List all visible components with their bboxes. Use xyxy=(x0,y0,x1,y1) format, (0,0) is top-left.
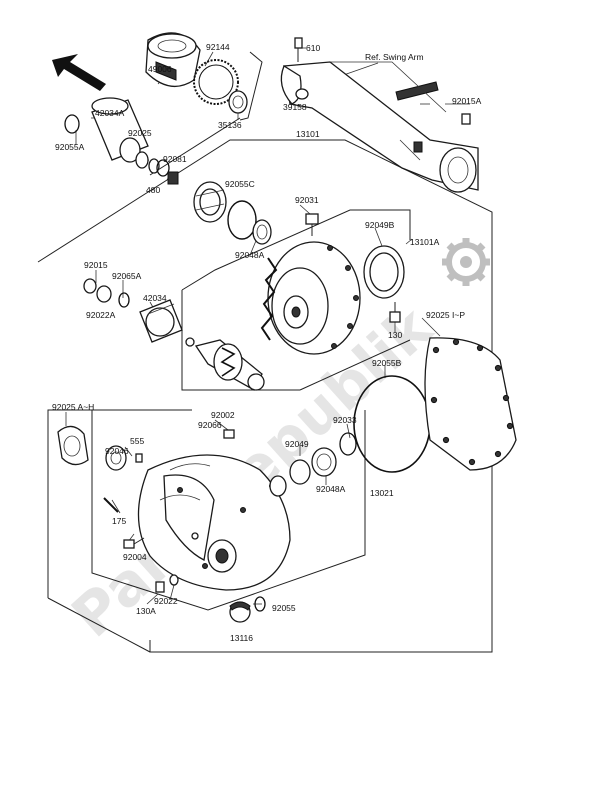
part-92048a-bearing xyxy=(311,447,337,477)
label-92025-a-h: 92025 A~H xyxy=(52,402,94,412)
part-92033-snap-ring xyxy=(339,432,357,456)
part-final-gear-case xyxy=(137,454,291,591)
part-92002-bolt xyxy=(223,429,235,439)
part-92144-spring xyxy=(193,59,239,105)
label-555: 555 xyxy=(130,436,144,446)
label-92002: 92002 xyxy=(211,410,235,420)
part-610-bolt xyxy=(294,37,303,62)
label-92048a: 92048A xyxy=(316,484,346,494)
part-13101a-ring-gear xyxy=(260,241,361,355)
label-92055a: 92055A xyxy=(55,142,85,152)
part-92055a-oring xyxy=(64,114,80,134)
label-39158: 39158 xyxy=(283,102,307,112)
label-92055: 92055 xyxy=(272,603,296,613)
label-92022a: 92022A xyxy=(86,310,116,320)
part-oring-large xyxy=(227,200,257,240)
part-92048a-seal xyxy=(252,219,272,245)
part-480-nut xyxy=(167,171,179,185)
label-92048a-top: 92048A xyxy=(235,250,265,260)
label-92031: 92031 xyxy=(295,195,319,205)
part-35136-seal xyxy=(228,90,248,114)
label-92049: 92049 xyxy=(285,439,309,449)
part-92065a-oring xyxy=(118,292,130,308)
label-480: 480 xyxy=(146,185,160,195)
part-92046-bearing xyxy=(105,445,127,471)
part-pinion-gear xyxy=(185,337,265,391)
label-13116: 13116 xyxy=(230,633,253,643)
label-175: 175 xyxy=(112,516,126,526)
label-92046: 92046 xyxy=(105,446,129,456)
part-92081-spring xyxy=(156,159,170,177)
part-130a-bolt xyxy=(155,581,165,593)
label-130a: 130A xyxy=(136,606,156,616)
label-ref-swing-arm: Ref. Swing Arm xyxy=(365,52,424,62)
part-92031-bolt xyxy=(305,213,319,236)
label-49006: 49006 xyxy=(148,64,172,74)
part-39158 xyxy=(295,88,309,100)
part-92022-washer xyxy=(169,574,179,586)
part-92004-bolt xyxy=(123,537,145,549)
part-92025-gasket xyxy=(57,425,89,466)
label-42034a: 42034A xyxy=(95,108,125,118)
swing-arm xyxy=(280,61,479,193)
part-92049b-seal xyxy=(363,245,405,299)
part-92055c-bearing xyxy=(193,181,227,223)
part-49006-coupling xyxy=(145,32,201,88)
part-130-bolt-top xyxy=(389,302,401,323)
part-92022a-washer xyxy=(96,285,112,303)
part-92049-seal xyxy=(289,459,311,485)
label-13101a: 13101A xyxy=(410,237,440,247)
label-92066: 92066 xyxy=(198,420,222,430)
label-92049b: 92049B xyxy=(365,220,395,230)
label-92004: 92004 xyxy=(123,552,147,562)
part-42034a-shaft xyxy=(91,97,149,163)
label-610: 610 xyxy=(306,43,320,53)
part-92015a-bolt xyxy=(461,113,471,125)
part-13116-cap xyxy=(229,601,251,623)
part-42034-coupling xyxy=(139,299,183,343)
label-92025: 92025 xyxy=(128,128,152,138)
label-92055b: 92055B xyxy=(372,358,402,368)
label-130-top: 130 xyxy=(388,330,402,340)
label-13101: 13101 xyxy=(296,129,320,139)
part-labels: 92144 49006 610 Ref. Swing Arm 39158 351… xyxy=(52,42,482,643)
gear-watermark-icon xyxy=(442,238,490,286)
label-92033: 92033 xyxy=(333,415,357,425)
part-555 xyxy=(135,453,143,463)
label-35136: 35136 xyxy=(218,120,242,130)
part-inner-bearing xyxy=(269,475,287,497)
label-92065a: 92065A xyxy=(112,271,142,281)
front-direction-arrow-icon xyxy=(52,54,106,91)
label-92081: 92081 xyxy=(163,154,187,164)
part-cover-plate xyxy=(424,337,517,471)
label-42034: 42034 xyxy=(143,293,167,303)
label-92144: 92144 xyxy=(206,42,230,52)
part-175-stud xyxy=(103,497,119,513)
label-92022: 92022 xyxy=(154,596,178,606)
part-92015-nut xyxy=(83,278,97,294)
part-92055-oring xyxy=(254,596,266,612)
label-92015a: 92015A xyxy=(452,96,482,106)
label-92055c: 92055C xyxy=(225,179,255,189)
label-13021: 13021 xyxy=(370,488,394,498)
part-92025-washer xyxy=(135,151,160,174)
label-92015: 92015 xyxy=(84,260,108,270)
label-92025-i-p: 92025 I~P xyxy=(426,310,465,320)
